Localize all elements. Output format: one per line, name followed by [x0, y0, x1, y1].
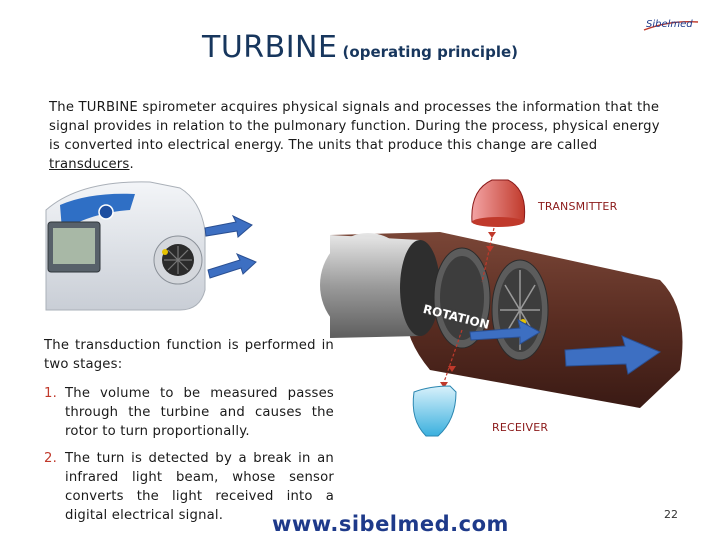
airflow-arrows-left	[205, 216, 256, 278]
stages-section: The transduction function is performed i…	[44, 336, 334, 533]
stage-number: 2.	[44, 449, 57, 468]
spirometer-device	[46, 182, 205, 310]
transmitter-icon	[472, 180, 525, 227]
receiver-icon	[413, 386, 456, 436]
page-number: 22	[664, 508, 678, 521]
stage-number: 1.	[44, 384, 57, 403]
stages-list: 1. The volume to be measured passes thro…	[44, 384, 334, 525]
title-sub: (operating principle)	[343, 43, 518, 61]
intro-paragraph: The TURBINE spirometer acquires physical…	[49, 98, 674, 174]
transmitter-label: TRANSMITTER	[538, 200, 617, 213]
stage-item: 1. The volume to be measured passes thro…	[44, 384, 334, 441]
page-title: TURBINE (operating principle)	[0, 30, 720, 65]
website-link[interactable]: www.sibelmed.com	[272, 512, 509, 536]
stage-text: The volume to be measured passes through…	[65, 386, 334, 439]
logo-text: Sibelmed	[646, 19, 693, 30]
receiver-label: RECEIVER	[492, 421, 548, 434]
stages-lead: The transduction function is performed i…	[44, 336, 334, 374]
intro-text: The TURBINE spirometer acquires physical…	[49, 100, 660, 153]
title-main: TURBINE	[202, 30, 337, 65]
turbine-tube	[320, 232, 683, 408]
